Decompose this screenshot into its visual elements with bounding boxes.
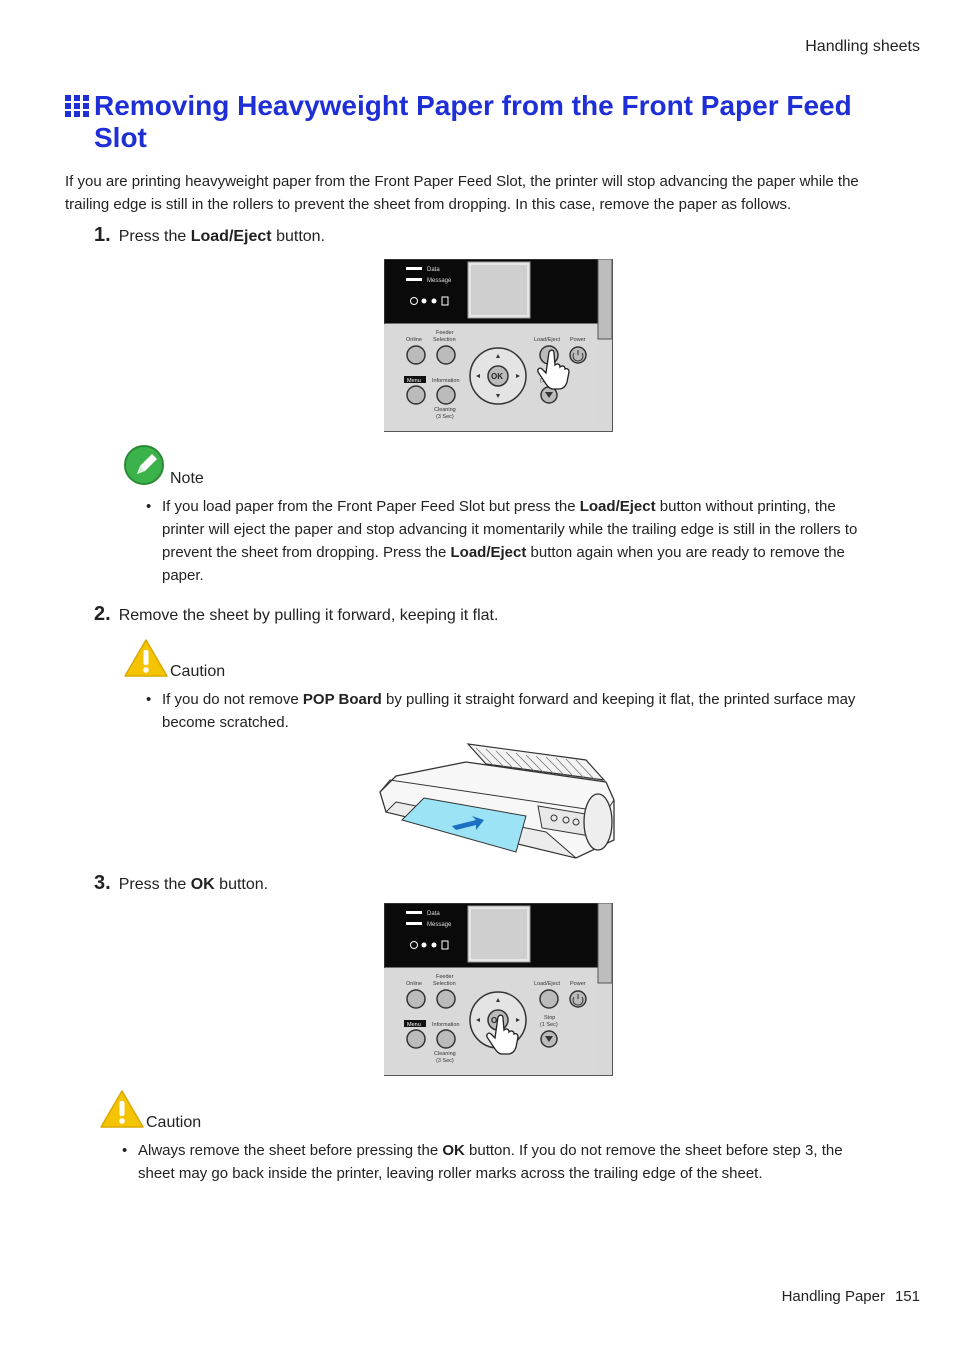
feeder-selection-button [436,345,456,365]
load-eject-button [539,989,559,1009]
caution-warning-icon [124,639,168,677]
printer-removing-sheet-illustration [379,743,615,859]
svg-text:(3 Sec): (3 Sec) [436,1058,454,1064]
step-3-number: 3. [94,872,111,894]
online-button [406,345,426,365]
svg-text:Feeder: Feeder [436,974,454,980]
pointing-hand-icon [486,1014,519,1055]
online-button [406,989,426,1009]
svg-text:Feeder: Feeder [436,330,454,336]
control-panel-illustration-1: Data Message Feeder Selection Online Men… [384,259,613,432]
information-button [436,385,456,405]
svg-text:Cleaning: Cleaning [434,407,456,413]
svg-text:Message: Message [427,922,452,928]
caution-2-bullet: • Always remove the sheet before pressin… [122,1142,843,1182]
caution-2-title: Caution [146,1114,202,1131]
svg-text:Cleaning: Cleaning [434,1051,456,1057]
caution-warning-icon [100,1090,144,1128]
step-3: 3.Press the OK button. [94,872,269,894]
step-1-number: 1. [94,224,111,246]
panel-message-label: Message [427,278,452,284]
svg-text:Load/Eject: Load/Eject [534,337,560,343]
svg-text:Online: Online [406,337,422,343]
caution-1-title: Caution [170,663,226,680]
page-number: 151 [894,1288,920,1305]
svg-text:Power: Power [570,337,586,343]
step-2: 2.Remove the sheet by pulling it forward… [94,603,499,625]
svg-text:Information: Information [432,378,460,384]
grid-icon [65,95,89,117]
svg-text:Online: Online [406,981,422,987]
step-2-number: 2. [94,603,111,625]
svg-text:Selection: Selection [433,981,456,987]
running-header: Handling sheets [805,38,920,55]
menu-button [406,1029,426,1049]
page-title: Removing Heavyweight Paper from the Fron… [65,90,895,154]
svg-text:Stop: Stop [544,1015,555,1021]
svg-text:Data: Data [427,911,440,917]
note-pencil-icon [124,445,164,485]
svg-text:Selection: Selection [433,337,456,343]
note-bullet: • If you load paper from the Front Paper… [146,498,858,584]
ok-button [487,365,509,387]
svg-text:(1 Sec): (1 Sec) [540,1022,558,1028]
page-title-line1: Removing Heavyweight Paper from the Fron… [94,90,852,121]
panel-data-label: Data [427,267,440,273]
page-footer: Handling Paper 151 [782,1288,920,1305]
svg-text:Menu: Menu [407,378,421,384]
intro-paragraph: If you are printing heavyweight paper fr… [65,173,859,213]
svg-text:Load/Eject: Load/Eject [534,981,560,987]
menu-button [406,385,426,405]
svg-text:Menu: Menu [407,1022,421,1028]
footer-chapter: Handling Paper [781,1288,885,1305]
note-title: Note [170,470,204,487]
information-button [436,1029,456,1049]
feeder-selection-button [436,989,456,1009]
svg-text:OK: OK [491,372,503,381]
step-1: 1.Press the Load/Eject button. [94,224,325,246]
page-title-block: Removing Heavyweight Paper from the Fron… [65,90,895,154]
pointing-hand-icon [537,349,570,390]
svg-text:Power: Power [570,981,586,987]
svg-text:(3 Sec): (3 Sec) [436,414,454,420]
page-title-line2: Slot [94,122,147,153]
control-panel-illustration-2: Data Message Feeder Selection Online Men… [384,903,613,1076]
svg-text:Information: Information [432,1022,460,1028]
caution-1-bullet: • If you do not remove POP Board by pull… [146,691,856,731]
